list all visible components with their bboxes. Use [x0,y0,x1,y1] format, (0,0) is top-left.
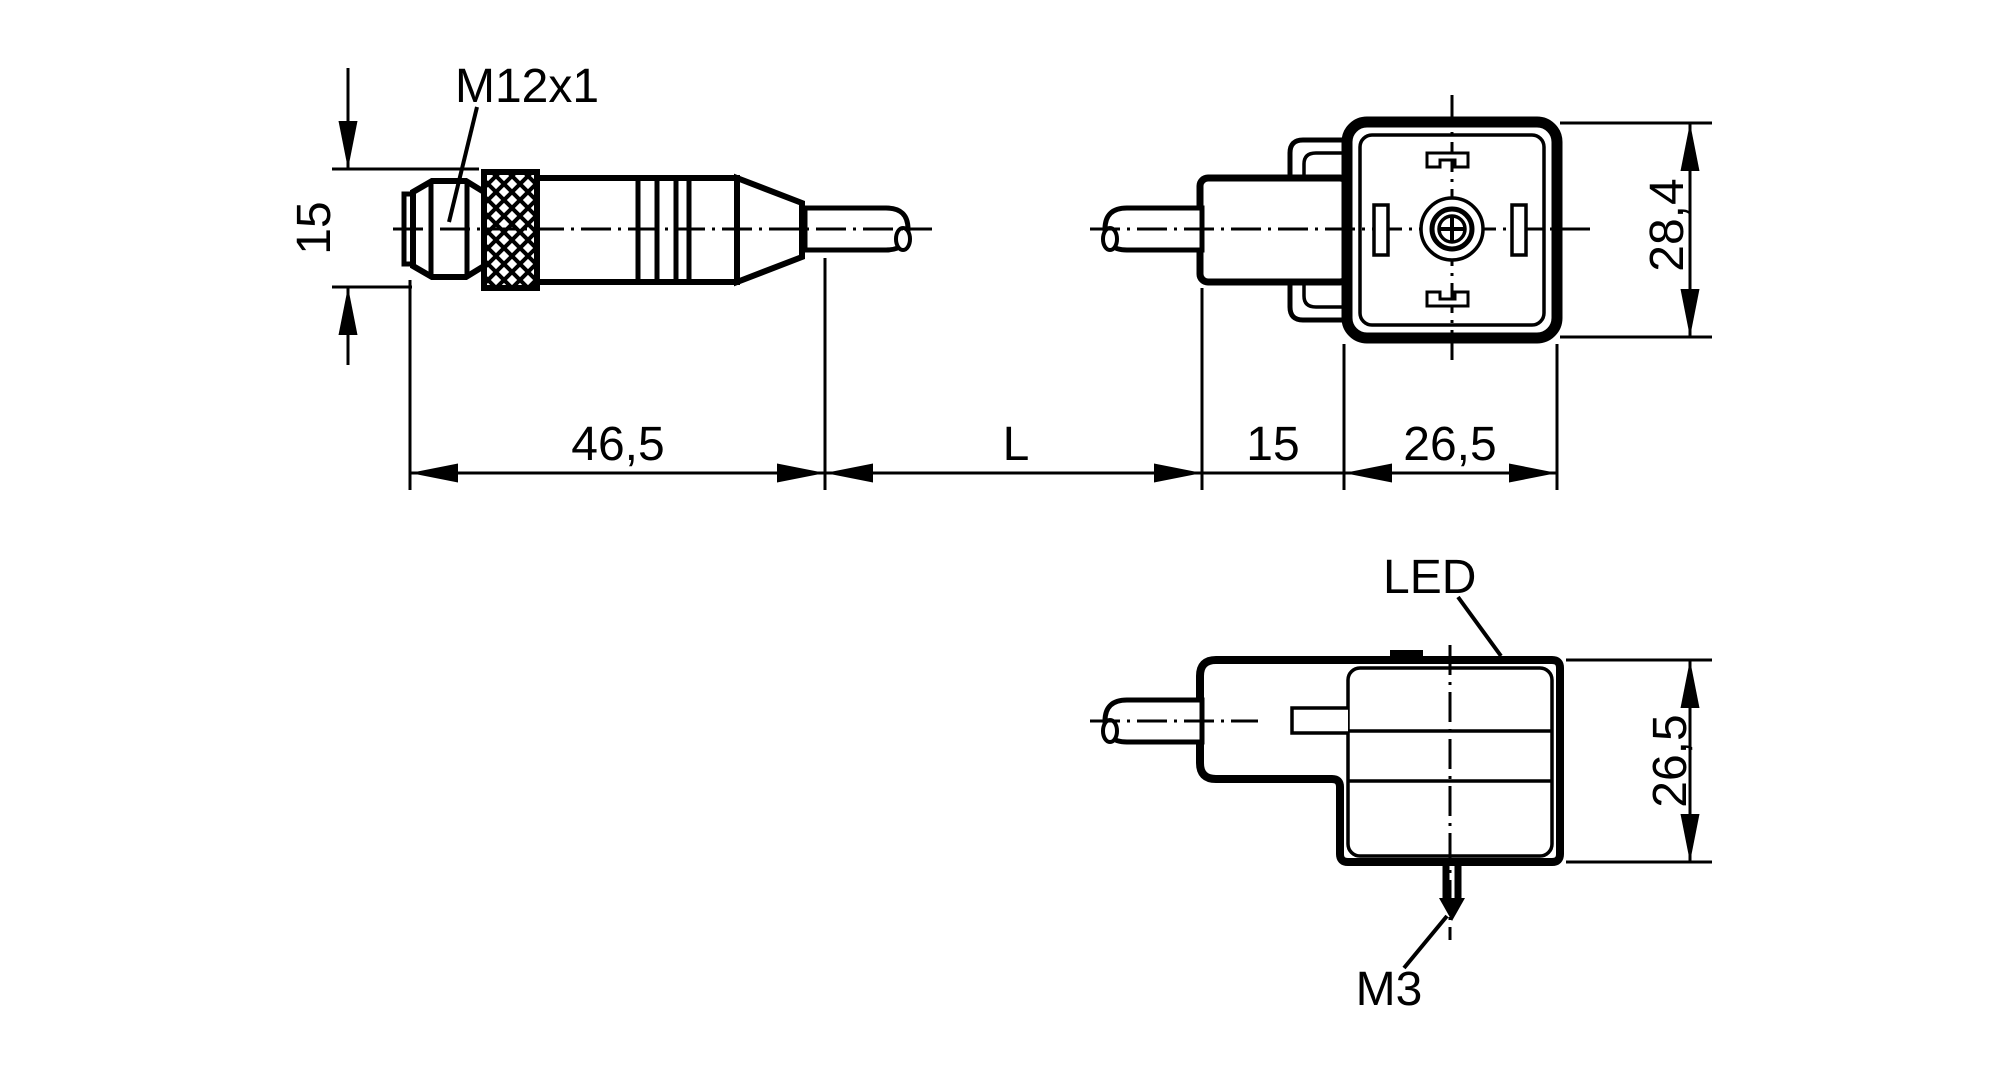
m3-leader-line [1402,914,1449,970]
cable-break-symbol [1101,226,1119,252]
dim-connector-length-label: 46,5 [571,418,664,471]
terminal-notch [1290,706,1348,735]
m12-connector-view: M12x1 [393,60,932,291]
contact-bottom [1425,290,1470,308]
height-dim-26-5: 26,5 [1566,658,1712,864]
led-lens [1390,650,1423,662]
slot-left [1372,203,1390,257]
cable-break-symbol [1101,718,1119,744]
led-label: LED [1383,551,1476,604]
height-dim-15: 15 [288,68,479,365]
m12-leader-line [447,106,479,223]
valve-connector-side-view: LED M3 [1090,551,1564,1016]
led-leader-line [1456,595,1503,658]
latch-tab-bottom [1287,281,1345,323]
front-height-dim-label: 28,4 [1641,178,1694,271]
dim-cable-length-label: L [1003,418,1030,471]
valve-connector-front-view [1090,95,1592,365]
dim-gland-length-label: 15 [1246,418,1299,471]
cable-break-symbol [894,226,912,252]
m12-height-dim-label: 15 [288,201,341,254]
side-housing-outline [1196,656,1564,866]
height-dim-28-4: 28,4 [1560,121,1712,339]
side-height-dim-label: 26,5 [1644,714,1697,807]
m3-label: M3 [1356,963,1423,1016]
dimension-chain: 46,5 L 15 26,5 [408,258,1559,490]
m12-thread-label: M12x1 [455,60,599,113]
contact-top [1425,151,1470,169]
dim-face-width-label: 26,5 [1403,418,1496,471]
slot-right [1510,203,1528,257]
latch-tab-top [1287,137,1345,179]
